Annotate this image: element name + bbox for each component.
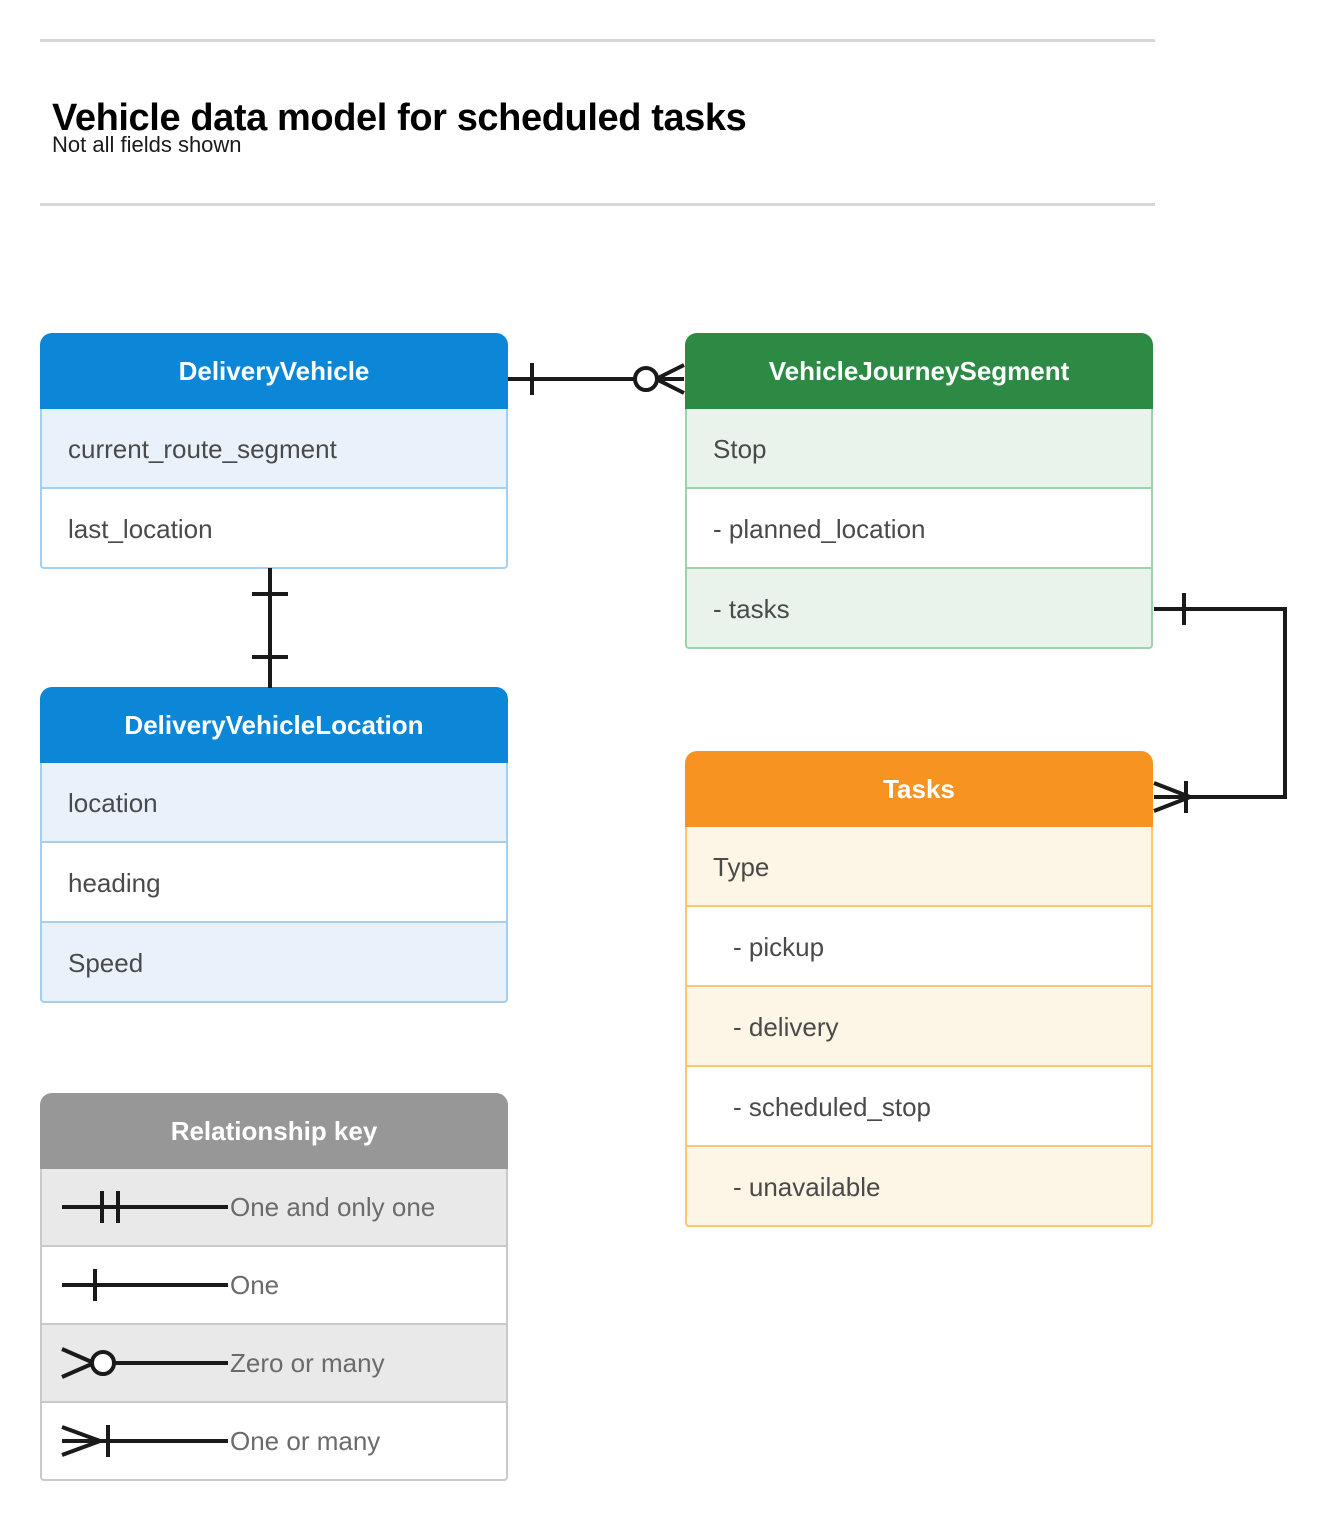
field-row: location xyxy=(40,763,508,843)
legend-item-label: One and only one xyxy=(230,1191,436,1222)
field-row: - unavailable xyxy=(685,1147,1153,1227)
field-row: - scheduled_stop xyxy=(685,1067,1153,1147)
field-row: - pickup xyxy=(685,907,1153,987)
connector-journey-segment-to-tasks xyxy=(1153,593,1287,813)
legend-item-one-and-only-one: One and only one xyxy=(40,1169,508,1247)
one-icon xyxy=(62,1269,228,1301)
field-row: current_route_segment xyxy=(40,409,508,489)
header-rule-top xyxy=(40,39,1155,42)
entity-header-delivery-vehicle-location: DeliveryVehicleLocation xyxy=(40,687,508,763)
connector-vehicle-to-journey-segment xyxy=(508,363,685,395)
entity-header-delivery-vehicle: DeliveryVehicle xyxy=(40,333,508,409)
one-or-many-icon xyxy=(61,1425,228,1457)
field-row: heading xyxy=(40,843,508,923)
relationship-key-legend: Relationship key One and only one One Ze… xyxy=(40,1093,508,1481)
entity-header-tasks: Tasks xyxy=(685,751,1153,827)
zero-or-many-icon xyxy=(61,1347,228,1379)
entity-delivery-vehicle-location[interactable]: DeliveryVehicleLocation location heading… xyxy=(40,687,508,1003)
legend-item-one: One xyxy=(40,1247,508,1325)
legend-item-label: Zero or many xyxy=(230,1347,385,1378)
field-row: Stop xyxy=(685,409,1153,489)
field-row: - planned_location xyxy=(685,489,1153,569)
entity-delivery-vehicle[interactable]: DeliveryVehicle current_route_segment la… xyxy=(40,333,508,569)
field-row: Type xyxy=(685,827,1153,907)
field-row: - delivery xyxy=(685,987,1153,1067)
header-rule-bottom xyxy=(40,203,1155,206)
legend-item-one-or-many: One or many xyxy=(40,1403,508,1481)
field-row: last_location xyxy=(40,489,508,569)
legend-item-zero-or-many: Zero or many xyxy=(40,1325,508,1403)
legend-item-label: One xyxy=(230,1269,280,1300)
entity-tasks[interactable]: Tasks Type - pickup - delivery - schedul… xyxy=(685,751,1153,1227)
one-and-only-one-icon xyxy=(62,1191,228,1223)
field-row: Speed xyxy=(40,923,508,1003)
legend-item-label: One or many xyxy=(230,1425,381,1456)
page-title: Vehicle data model for scheduled tasks xyxy=(52,97,747,140)
connector-vehicle-to-vehicle-location xyxy=(252,568,288,688)
entity-vehicle-journey-segment[interactable]: VehicleJourneySegment Stop - planned_loc… xyxy=(685,333,1153,649)
field-row: - tasks xyxy=(685,569,1153,649)
entity-header-vehicle-journey-segment: VehicleJourneySegment xyxy=(685,333,1153,409)
legend-title: Relationship key xyxy=(40,1093,508,1169)
page-subtitle: Not all fields shown xyxy=(52,132,242,157)
